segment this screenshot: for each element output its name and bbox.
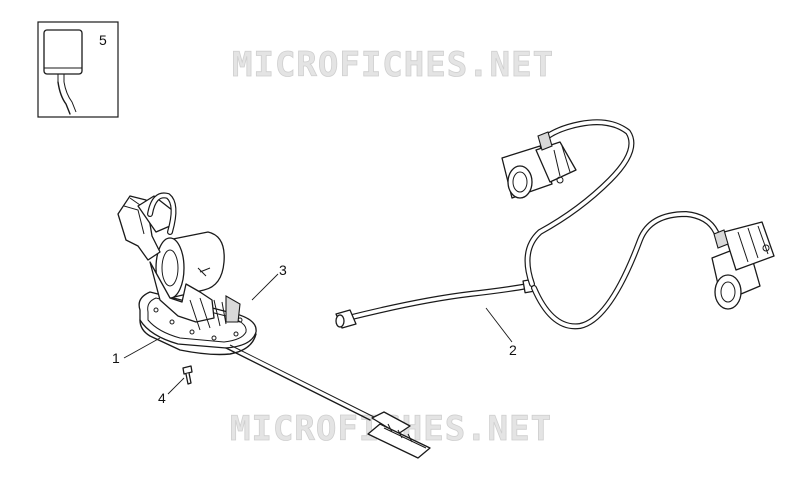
callout-1: 1 (112, 350, 120, 366)
part-1-fuel-pump: 1 (112, 192, 431, 459)
callout-5: 5 (99, 32, 107, 48)
callout-2: 2 (509, 342, 517, 358)
part-5-inset: 5 (37, 21, 119, 118)
leader-1 (123, 337, 161, 359)
leader-2 (485, 307, 513, 343)
callout-3: 3 (279, 262, 287, 278)
callout-4: 4 (158, 390, 166, 406)
part-3-gasket: 3 (251, 262, 287, 301)
part-2-fuel-hose: 2 (335, 119, 775, 358)
leader-4 (167, 377, 185, 395)
watermark-top: MICROFICHES.NET (232, 45, 554, 85)
leader-3 (251, 273, 279, 301)
part-4-screw: 4 (158, 365, 193, 406)
